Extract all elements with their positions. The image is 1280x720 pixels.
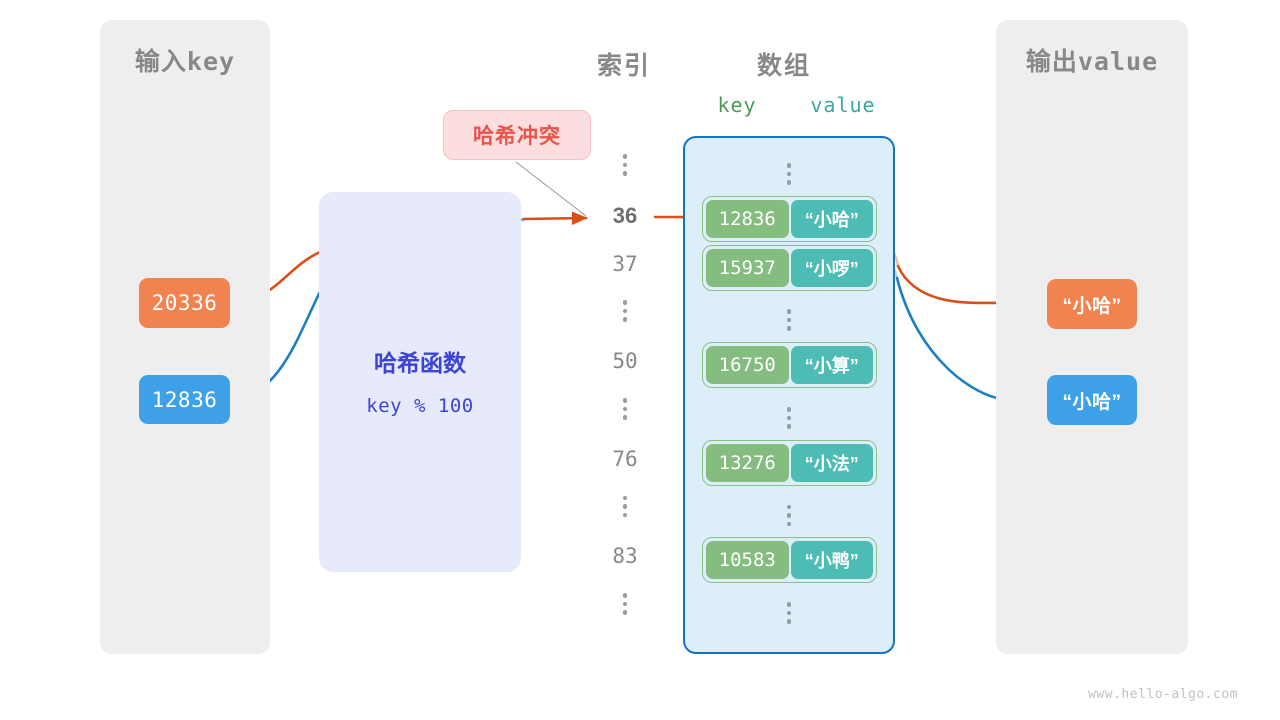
index-ellipsis-dots [622, 300, 628, 322]
array-slot[interactable]: 12836“小哈” [702, 195, 877, 242]
index-ellipsis [592, 398, 658, 425]
hash-function-formula: key % 100 [366, 395, 474, 417]
array-ellipsis-dots [786, 163, 792, 185]
array-ellipsis-dots [786, 602, 792, 624]
index-label-76: 76 [612, 446, 638, 471]
array-ellipsis [685, 309, 893, 336]
index-ellipsis-dots [622, 398, 628, 420]
input-panel-title-cn: 输入 [134, 48, 187, 76]
input-key-1[interactable]: 12836 [139, 375, 230, 424]
hash-function-title: 哈希函数 [374, 350, 466, 376]
array-ellipsis [685, 407, 893, 434]
slot-value: “小鸭” [790, 541, 873, 580]
slot-key: 15937 [706, 248, 789, 287]
collision-callout: 哈希冲突 [443, 110, 591, 160]
output-panel-title: 输出value [996, 42, 1188, 78]
index-ellipsis [592, 300, 658, 327]
array-slot[interactable]: 13276“小法” [702, 439, 877, 486]
array-column-header: 数组 [757, 52, 812, 80]
output-value-1[interactable]: “小哈” [1047, 375, 1137, 425]
key-value-header: key value [684, 93, 896, 117]
index-ellipsis-dots [622, 154, 628, 176]
index-ellipsis-dots [622, 593, 628, 615]
index-label-36: 36 [612, 202, 638, 228]
array-slot[interactable]: 10583“小鸭” [702, 537, 877, 584]
input-key-0[interactable]: 20336 [139, 278, 230, 328]
index-label-83: 83 [612, 544, 638, 569]
input-panel: 输入key [100, 20, 270, 654]
slot-key: 12836 [706, 199, 789, 238]
index-label-37: 37 [612, 251, 638, 276]
array-ellipsis-dots [786, 504, 792, 527]
slot-key: 13276 [706, 443, 789, 482]
index-ellipsis-dots [622, 495, 628, 518]
index-ellipsis [592, 154, 658, 181]
index-label-50: 50 [612, 349, 638, 374]
array-ellipsis [685, 504, 893, 532]
array-container: 12836“小哈”15937“小啰”16750“小算”13276“小法”1058… [683, 136, 895, 654]
index-ellipsis [592, 593, 658, 620]
slot-value: “小法” [790, 443, 873, 482]
array-slot[interactable]: 16750“小算” [702, 342, 877, 389]
slot-value: “小啰” [790, 248, 873, 287]
index-column-header: 索引 [597, 52, 652, 80]
input-panel-title: 输入key [100, 42, 270, 78]
output-value-0[interactable]: “小哈” [1047, 279, 1137, 329]
output-panel-title-mono: value [1077, 47, 1159, 76]
input-panel-title-mono: key [186, 47, 236, 76]
slot-value: “小算” [790, 346, 873, 385]
watermark: www.hello-algo.com [1088, 687, 1238, 702]
array-slot[interactable]: 15937“小啰” [702, 244, 877, 291]
index-column: 36 37 50 76 83 [592, 136, 658, 656]
value-header-label: value [810, 93, 876, 117]
array-ellipsis [685, 163, 893, 190]
slot-key: 16750 [706, 346, 789, 385]
output-panel-title-cn: 输出 [1025, 48, 1078, 76]
key-header-label: key [717, 93, 757, 117]
slot-key: 10583 [706, 541, 789, 580]
array-ellipsis-dots [786, 407, 792, 429]
array-ellipsis-dots [786, 309, 792, 331]
index-ellipsis [592, 495, 658, 523]
array-ellipsis [685, 602, 893, 629]
slot-value: “小哈” [790, 199, 873, 238]
output-panel: 输出value [996, 20, 1188, 654]
hash-function-box: 哈希函数 key % 100 [319, 192, 521, 572]
